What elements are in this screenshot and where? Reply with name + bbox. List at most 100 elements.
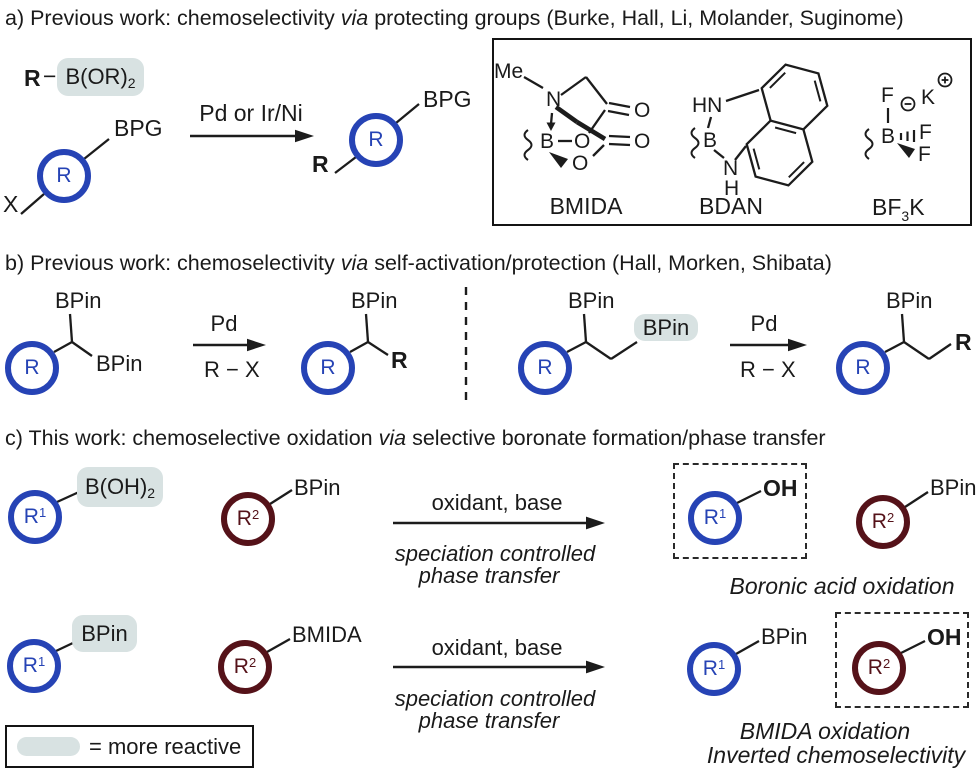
b-right-substrate-bonds <box>566 313 638 360</box>
b-left-arrow-reagent: R − X <box>204 357 260 382</box>
c-row2-p1-ring-label: R1 <box>702 657 726 681</box>
c-row2-p1-bpin-label: BPin <box>761 624 808 649</box>
a-substrate-bpg-label: BPG <box>114 115 163 141</box>
bmida-b-label: B <box>540 130 555 153</box>
c-row2-arrow-conditions: oxidant, base <box>431 635 563 660</box>
a-substrate-bonds <box>20 138 110 215</box>
c-row2-arrow-note1: speciation controlled <box>394 686 596 711</box>
c-row1-p1-oh-label: OH <box>763 475 798 501</box>
b-right-product-ring-label: R <box>855 356 871 380</box>
bf3k-f-top-label: F <box>881 84 894 107</box>
bmida-carbonyl-o2-label: O <box>634 130 651 153</box>
c-row2-p2-oh-label: OH <box>927 624 962 650</box>
bmida-squiggle-icon <box>523 129 533 161</box>
a-product-bpg-label: BPG <box>423 86 472 112</box>
bmida-ring-o2-label: O <box>572 152 589 175</box>
c-row1-boh2-highlight: B(OH)2 <box>77 467 163 507</box>
section-c-title: c) This work: chemoselective oxidation v… <box>5 426 826 450</box>
legend-box <box>5 725 254 768</box>
c-row1-bonds <box>56 489 929 508</box>
bdan-name-label: BDAN <box>699 193 763 219</box>
b-left-reaction-arrow <box>193 338 266 352</box>
protecting-groups-box <box>492 38 972 226</box>
bf3k-k-label: K <box>921 86 936 109</box>
c-row2-r2-ring-label: R2 <box>233 655 257 679</box>
b-left-product-bonds <box>349 313 389 356</box>
bf3k-f-right-label: F <box>919 121 932 144</box>
c-row2-bpin-highlight: BPin <box>72 615 137 652</box>
c-row2-reaction-arrow <box>393 660 605 674</box>
c-row1-oxidized-product-box <box>673 463 807 559</box>
c-row2-caption-line2: Inverted chemoselectivity <box>706 742 966 768</box>
b-right-product-bpin-label: BPin <box>886 288 933 313</box>
c-row2-r1-ring-label: R1 <box>22 654 46 678</box>
a-reagent-boron-highlight: B(OR)2 <box>57 58 144 96</box>
b-left-product-r-label: R <box>391 347 408 373</box>
blue-ring-circles <box>5 113 890 696</box>
bmida-name-label: BMIDA <box>549 193 623 219</box>
c-row2-s2-bmida-label: BMIDA <box>292 622 362 647</box>
bmida-me-label: Me <box>494 60 524 83</box>
bdan-n-label: N <box>723 157 739 180</box>
b-left-substrate-ring-label: R <box>24 356 40 380</box>
bdan-squiggle-icon <box>690 127 700 159</box>
a-substrate-x-label: X <box>3 191 19 217</box>
bdan-structure <box>690 63 829 187</box>
section-b-title: b) Previous work: chemoselectivity via s… <box>5 251 832 275</box>
c-row1-reaction-arrow <box>393 516 605 530</box>
bmida-n-label: N <box>546 88 562 111</box>
b-right-product-bonds <box>884 313 952 360</box>
c-row1-s2-bpin-label: BPin <box>294 475 341 500</box>
b-right-product-r-label: R <box>955 329 972 355</box>
c-row1-p2-bpin-label: BPin <box>930 475 977 500</box>
c-row2-p2-ring-label: R2 <box>867 656 891 680</box>
b-right-reaction-arrow <box>730 338 807 352</box>
a-product-ring-label: R <box>368 128 384 152</box>
bdan-h-label: H <box>724 177 740 200</box>
b-right-arrow-reagent: R − X <box>740 357 796 382</box>
a-arrow-conditions: Pd or Ir/Ni <box>199 100 303 126</box>
c-row1-p2-ring-label: R2 <box>871 510 895 534</box>
bdan-b-label: B <box>703 129 718 152</box>
c-row2-caption-line1: BMIDA oxidation <box>739 718 911 744</box>
b-left-arrow-catalyst: Pd <box>210 311 238 336</box>
b-right-substrate-ring-label: R <box>537 356 553 380</box>
b-left-product-ring-label: R <box>320 356 336 380</box>
a-product-bonds <box>334 103 420 174</box>
section-a-title: a) Previous work: chemoselectivity via p… <box>5 6 904 30</box>
b-right-bpin-top-label: BPin <box>568 288 615 313</box>
a-reagent-bond: − <box>43 63 57 89</box>
c-row1-arrow-note2: phase transfer <box>418 563 560 588</box>
c-row1-r1-ring-label: R1 <box>23 505 47 529</box>
b-right-bpin-highlight: BPin <box>634 314 698 341</box>
b-left-substrate-bonds <box>53 313 93 357</box>
minus-charge-icon <box>900 96 916 112</box>
bf3k-squiggle-icon <box>864 128 874 160</box>
a-reagent-r: R <box>24 65 41 91</box>
bdan-hn-label: HN <box>692 94 723 117</box>
b-left-bpin-side-label: BPin <box>96 351 143 376</box>
bf3k-f-down-label: F <box>918 143 931 166</box>
legend-highlight-swatch <box>17 737 80 756</box>
c-row1-arrow-note1: speciation controlled <box>394 541 596 566</box>
a-product-r-label: R <box>312 151 329 177</box>
c-row1-caption: Boronic acid oxidation <box>729 573 955 599</box>
c-row2-oxidized-product-box <box>835 612 969 708</box>
a-substrate-ring-label: R <box>56 164 72 188</box>
c-row2-bonds <box>55 637 926 656</box>
b-right-arrow-catalyst: Pd <box>750 311 778 336</box>
c-row1-arrow-conditions: oxidant, base <box>431 490 563 515</box>
bf3k-b-label: B <box>881 125 896 148</box>
a-reaction-arrow <box>190 129 314 143</box>
c-row2-arrow-note2: phase transfer <box>418 708 560 733</box>
c-row1-r2-ring-label: R2 <box>236 507 260 531</box>
bmida-ring-o1-label: O <box>574 130 591 153</box>
bf3k-structure <box>864 72 953 160</box>
maroon-ring-circles <box>218 492 910 695</box>
c-row1-p1-ring-label: R1 <box>703 506 727 530</box>
legend-text: = more reactive <box>89 734 242 759</box>
bmida-carbonyl-o1-label: O <box>634 99 651 122</box>
bmida-structure <box>523 76 631 168</box>
